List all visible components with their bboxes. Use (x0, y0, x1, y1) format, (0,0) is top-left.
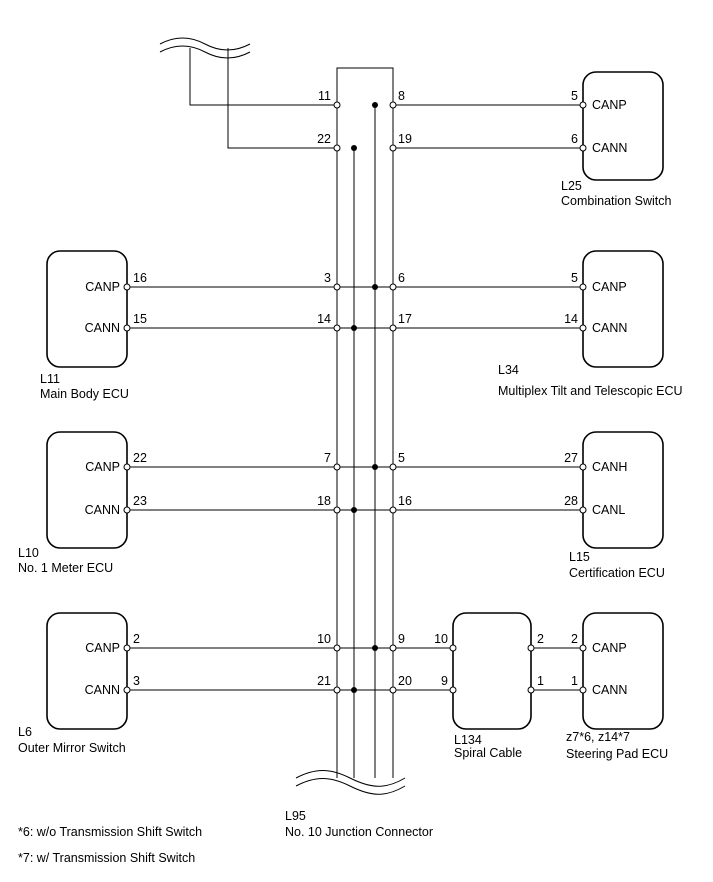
l10-name: No. 1 Meter ECU (18, 561, 113, 575)
l34-code: L34 (498, 363, 519, 377)
steering-pin-num-a: 2 (571, 632, 578, 646)
l134-spiral-cable-box (452, 612, 532, 730)
component-l6: CANP CANN 2 3 L6 Outer Mirror Switch (18, 632, 140, 755)
jpin-left-1: 11 (318, 89, 331, 103)
jpin-left-2: 22 (317, 132, 331, 146)
steering-code: z7*6, z14*7 (566, 730, 630, 744)
jpin-right-5: 5 (398, 451, 405, 465)
jpin-left-6: 18 (317, 494, 331, 508)
jpin-left-8: 21 (317, 674, 331, 688)
wires (128, 48, 583, 691)
l11-main-body-ecu-box (46, 250, 128, 368)
l134-pin-out-b: 1 (537, 674, 544, 688)
l10-pin-num-b: 23 (133, 494, 147, 508)
junction-code: L95 (285, 809, 306, 823)
l25-pin-a: CANP (592, 98, 627, 112)
l10-pin-a: CANP (85, 460, 120, 474)
l34-pin-a: CANP (592, 280, 627, 294)
l10-meter-ecu-box (46, 431, 128, 549)
l11-pin-num-b: 15 (133, 312, 147, 326)
l6-name: Outer Mirror Switch (18, 741, 126, 755)
l11-code: L11 (40, 372, 60, 386)
l134-pin-out-a: 2 (537, 632, 544, 646)
l6-code: L6 (18, 725, 32, 739)
jpin-left-5: 7 (324, 451, 331, 465)
l15-pin-a: CANH (592, 460, 627, 474)
jpin-right-3: 6 (398, 271, 405, 285)
l15-code: L15 (569, 550, 590, 564)
jpin-right-1: 8 (398, 89, 405, 103)
component-l25: 5 6 CANP CANN L25 Combination Switch (561, 89, 672, 208)
l134-pin-in-b: 9 (441, 674, 448, 688)
l11-pin-a: CANP (85, 280, 120, 294)
l6-pin-b: CANN (85, 683, 120, 697)
steering-name: Steering Pad ECU (566, 747, 668, 761)
junction-break-mark-lower (295, 778, 406, 795)
component-l134: 10 9 2 1 L134 Spiral Cable (434, 632, 544, 760)
l6-pin-num-a: 2 (133, 632, 140, 646)
jpin-right-4: 17 (398, 312, 412, 326)
jpin-right-7: 9 (398, 632, 405, 646)
jpin-right-8: 20 (398, 674, 412, 688)
component-l11: CANP CANN 16 15 L11 Main Body ECU (40, 271, 147, 401)
l34-pin-num-b: 14 (564, 312, 578, 326)
component-l34: 5 14 CANP CANN L34 Multiplex Tilt and Te… (498, 271, 683, 398)
junction-break-mark (295, 770, 406, 787)
jpin-right-6: 16 (398, 494, 412, 508)
jpin-left-4: 14 (317, 312, 331, 326)
steering-pad-ecu-box (582, 612, 664, 730)
footnote-6: *6: w/o Transmission Shift Switch (18, 825, 202, 839)
l34-pin-num-a: 5 (571, 271, 578, 285)
l6-pin-num-b: 3 (133, 674, 140, 688)
l34-pin-b: CANN (592, 321, 627, 335)
l134-pin-in-a: 10 (434, 632, 448, 646)
l15-pin-b: CANL (592, 503, 625, 517)
steering-pin-num-b: 1 (571, 674, 578, 688)
l25-name: Combination Switch (561, 194, 672, 208)
l25-combination-switch-box (582, 71, 664, 181)
junction-connector-l95 (295, 67, 406, 795)
l11-name: Main Body ECU (40, 387, 129, 401)
l15-pin-num-b: 28 (564, 494, 578, 508)
l134-code: L134 (454, 733, 482, 747)
steering-pin-b: CANN (592, 683, 627, 697)
pin-circles (123, 101, 587, 694)
l34-tilt-telescopic-ecu-box (582, 250, 664, 368)
l15-pin-num-a: 27 (564, 451, 578, 465)
component-l10: CANP CANN 22 23 L10 No. 1 Meter ECU (18, 451, 147, 575)
component-l15: 27 28 CANH CANL L15 Certification ECU (564, 451, 665, 580)
junction-pin-numbers: 11 22 3 14 7 18 10 21 8 19 6 17 5 16 9 2… (317, 89, 412, 688)
l15-name: Certification ECU (569, 566, 665, 580)
l25-code: L25 (561, 179, 582, 193)
jpin-left-3: 3 (324, 271, 331, 285)
l10-code: L10 (18, 546, 39, 560)
l134-name: Spiral Cable (454, 746, 522, 760)
l34-name: Multiplex Tilt and Telescopic ECU (498, 384, 683, 398)
l25-pin-num-b: 6 (571, 132, 578, 146)
l6-outer-mirror-switch-box (46, 612, 128, 730)
junction-name: No. 10 Junction Connector (285, 825, 433, 839)
splice-dots (351, 102, 378, 693)
l11-pin-b: CANN (85, 321, 120, 335)
l25-pin-b: CANN (592, 141, 627, 155)
l15-certification-ecu-box (582, 431, 664, 549)
jpin-right-2: 19 (398, 132, 412, 146)
l11-pin-num-a: 16 (133, 271, 147, 285)
jpin-left-7: 10 (317, 632, 331, 646)
footnote-7: *7: w/ Transmission Shift Switch (18, 851, 195, 865)
l6-pin-a: CANP (85, 641, 120, 655)
steering-pin-a: CANP (592, 641, 627, 655)
top-break-mark-lower (159, 45, 251, 59)
component-steering-pad: 2 1 CANP CANN z7*6, z14*7 Steering Pad E… (566, 632, 668, 761)
top-break-mark (159, 37, 251, 51)
l25-pin-num-a: 5 (571, 89, 578, 103)
l10-pin-b: CANN (85, 503, 120, 517)
l10-pin-num-a: 22 (133, 451, 147, 465)
